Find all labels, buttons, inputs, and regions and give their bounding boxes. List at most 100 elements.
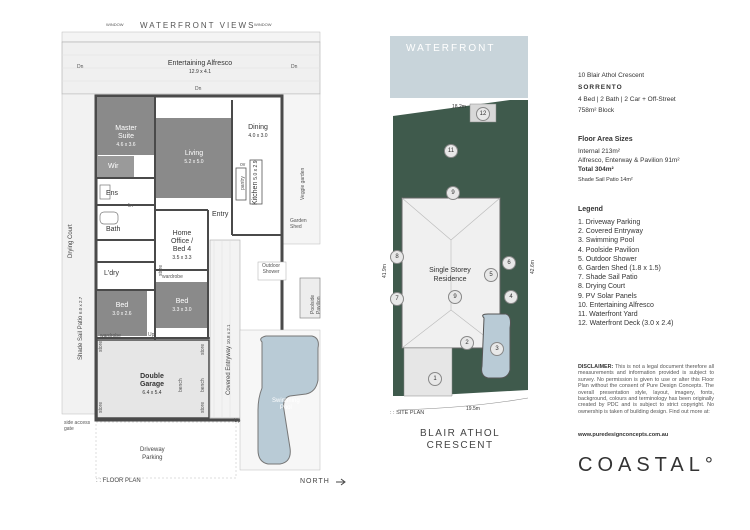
site-driveway	[403, 347, 453, 397]
living-room	[156, 118, 231, 198]
alfresco-label: Entertaining Alfresco 12.9 x 4.1	[150, 60, 250, 76]
dim-left: 41.9m	[382, 264, 388, 278]
disclaimer-text: This is not a legal document therefore a…	[578, 364, 714, 415]
legend-list: 1. Driveway Parking 2. Covered Entryway …	[578, 218, 673, 328]
bath-tub	[99, 211, 119, 225]
wir-label: Wir	[108, 163, 119, 170]
floor-area-title: Floor Area Sizes	[578, 136, 633, 143]
legend-item: 12. Waterfront Deck (3.0 x 2.4)	[578, 320, 674, 328]
dining-dims: 4.0 x 3.0	[248, 133, 268, 139]
wir-room	[97, 156, 134, 178]
legend-item: 1. Driveway Parking	[578, 219, 641, 226]
side-garden-right	[281, 93, 321, 245]
marker-6: 6	[502, 256, 516, 270]
marker-7: 7	[390, 292, 404, 306]
legend-item: 8. Drying Court	[578, 283, 626, 291]
marker-5: 5	[484, 268, 498, 282]
master-suite-room	[97, 97, 155, 155]
internal-area: Internal 213m²	[578, 148, 620, 155]
street-name-label: BLAIR ATHOL CRESCENT	[420, 428, 501, 451]
marker-4: 4	[504, 290, 518, 304]
dim-right: 42.6m	[530, 260, 536, 274]
garage-label: Double Garage 6.4 x 5.4	[130, 365, 174, 405]
home-office-dims: 3.5 x 3.3	[172, 255, 192, 261]
bed-room-b	[156, 282, 208, 328]
driveway-label: Driveway Parking	[140, 447, 165, 461]
legend-item: 10. Entertaining Alfresco	[578, 301, 654, 309]
marker-12: 12	[476, 107, 490, 121]
garage-dims: 6.4 x 5.4	[142, 390, 162, 396]
marker-8: 8	[390, 250, 404, 264]
garage-room	[96, 339, 210, 419]
poolside-pavilion-area	[299, 277, 321, 319]
address-line: 10 Blair Athol Crescent	[578, 72, 645, 79]
outdoor-shower-label: Outdoor Shower	[262, 263, 281, 275]
ldry-label: L'dry	[104, 270, 119, 277]
legend-item: 4. Poolside Pavilion	[578, 246, 640, 254]
dining-label: Dining 4.0 x 3.0	[236, 124, 280, 140]
site-plan-caption: : : SITE PLAN	[390, 410, 425, 416]
wardrobe-label-2: wardrobe	[162, 274, 183, 280]
dim-bottom: 19.5m	[466, 406, 480, 412]
website-link[interactable]: www.puredesignconcepts.com.au	[578, 432, 669, 438]
living-name: Living	[184, 150, 204, 157]
waterfront-label: WATERFRONT	[406, 43, 496, 54]
dn-label-2: Dn	[195, 86, 202, 92]
legend-item: 2. Covered Entryway	[578, 228, 643, 236]
north-label: NORTH	[300, 478, 330, 485]
alfresco-dims: 12.9 x 4.1	[189, 69, 211, 75]
bed-a-dims: 3.0 x 2.6	[112, 311, 132, 317]
home-office-name: Home Office / Bed 4	[170, 230, 194, 253]
alfresco-name: Entertaining Alfresco	[167, 60, 233, 67]
bed-b-name: Bed	[175, 298, 189, 305]
marker-11: 11	[444, 144, 458, 158]
dim-top: 18.2m	[452, 104, 466, 110]
living-label: Living 5.2 x 5.0	[170, 150, 218, 166]
toilet	[99, 184, 111, 200]
garden-shed-label: Garden Shed	[290, 218, 307, 230]
block-line: 758m² Block	[578, 107, 615, 114]
residence-label: Single Storey Residence	[429, 267, 471, 283]
street-line	[397, 397, 529, 411]
driveway-area	[95, 421, 237, 479]
dn-label-1: Dn	[77, 64, 84, 70]
legend-item: 3. Swimming Pool	[578, 237, 635, 245]
suburb-line: SORRENTO	[578, 84, 623, 91]
legend-item: 7. Shade Sail Patio	[578, 274, 638, 282]
water-area	[390, 36, 528, 98]
legend-item: 11. Waterfront Yard	[578, 311, 638, 319]
master-suite-label: Master Suite 4.6 x 3.6	[100, 117, 152, 157]
window-label-left: WINDOW	[106, 22, 124, 27]
master-suite-dims: 4.6 x 3.6	[116, 142, 136, 148]
floor-plan-caption: : : FLOOR PLAN	[96, 478, 141, 484]
up-label: Up	[148, 332, 155, 338]
marker-9b: 9	[448, 290, 462, 304]
alfresco-area: Alfresco, Enterway & Pavilion 91m²	[578, 157, 680, 164]
legend-item: 9. PV Solar Panels	[578, 292, 637, 300]
bed-a-label: Bed 3.0 x 2.6	[102, 302, 142, 318]
legend-item: 6. Garden Shed (1.8 x 1.5)	[578, 265, 661, 273]
legend-item: 5. Outdoor Shower	[578, 255, 637, 263]
kitchen-island	[249, 159, 263, 205]
marker-9a: 9	[446, 186, 460, 200]
dining-name: Dining	[248, 124, 268, 131]
bed-b-dims: 3.3 x 3.0	[172, 307, 192, 313]
swimming-pool-shape	[257, 335, 319, 465]
home-office-label: Home Office / Bed 4 3.5 x 3.3	[160, 222, 204, 270]
side-access-label: side access gate	[64, 420, 91, 432]
marker-2: 2	[460, 336, 474, 350]
dn-label-3: Dn	[291, 64, 298, 70]
swimming-pool-label: Swimming Pool	[272, 398, 300, 411]
waterfront-views-label: WATERFRONT VIEWS	[140, 21, 256, 30]
bed-b-label: Bed 3.3 x 3.0	[160, 298, 204, 314]
garage-name: Double Garage	[139, 373, 165, 388]
window-label-right: WINDOW	[254, 22, 272, 27]
shade-area: Shade Sail Patio 14m²	[578, 177, 633, 183]
wardrobe-label-1: wardrobe	[100, 333, 121, 339]
specs-line: 4 Bed | 2 Bath | 2 Car + Off-Street	[578, 96, 676, 103]
entry-label: Entry	[212, 211, 229, 218]
disclaimer-title: DISCLAIMER:	[578, 364, 614, 370]
up-label-2: Up	[234, 418, 241, 424]
